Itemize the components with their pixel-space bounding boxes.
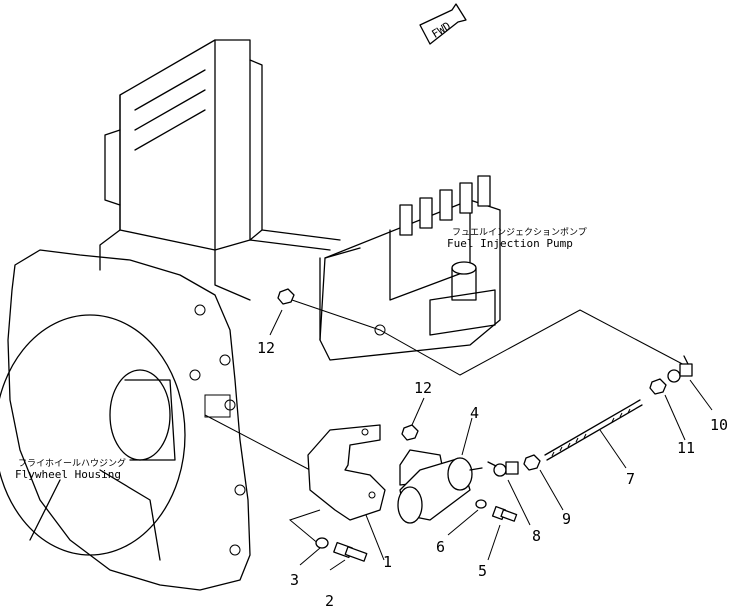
callout-3: 3 <box>290 571 299 589</box>
callout-6: 6 <box>436 538 445 556</box>
part-4-solenoid <box>397 449 483 524</box>
part-8-ball-joint <box>487 461 519 477</box>
callout-7: 7 <box>626 470 635 488</box>
fwd-arrow-icon: FWD <box>419 3 467 45</box>
callout-9: 9 <box>562 510 571 528</box>
callout-5: 5 <box>478 562 487 580</box>
flywheel-housing <box>0 249 251 591</box>
part-12-nut-upper <box>277 288 295 305</box>
engine-block <box>99 39 341 301</box>
callout-12-upper: 12 <box>257 339 275 357</box>
flywheel-label-jp: フライホイールハウジング <box>18 457 126 469</box>
callout-12-lower: 12 <box>414 379 432 397</box>
part-9-nut <box>523 454 541 471</box>
part-1-bracket <box>307 424 386 521</box>
callout-10: 10 <box>710 416 728 434</box>
fuel-pump-label-jp: フュエルインジェクションポンプ <box>452 227 587 238</box>
part-2-bolt <box>333 541 368 562</box>
fuel-injection-pump <box>319 175 501 361</box>
callout-8: 8 <box>532 527 541 545</box>
flywheel-label-en: Flywheel Housing <box>15 468 121 481</box>
fuel-pump-label-en: Fuel Injection Pump <box>447 237 573 250</box>
part-12-nut-lower <box>401 424 419 441</box>
callout-4: 4 <box>470 404 479 422</box>
part-11-nut <box>649 378 667 395</box>
part-7-rod <box>544 399 643 461</box>
part-6-washer <box>475 499 487 509</box>
part-5-bolt <box>491 505 518 522</box>
callout-11: 11 <box>677 439 695 457</box>
leader-lines <box>204 299 713 571</box>
callout-2: 2 <box>325 592 334 606</box>
part-10-ball-joint <box>667 355 693 383</box>
part-3-washer <box>315 537 329 549</box>
callout-1: 1 <box>383 553 392 571</box>
